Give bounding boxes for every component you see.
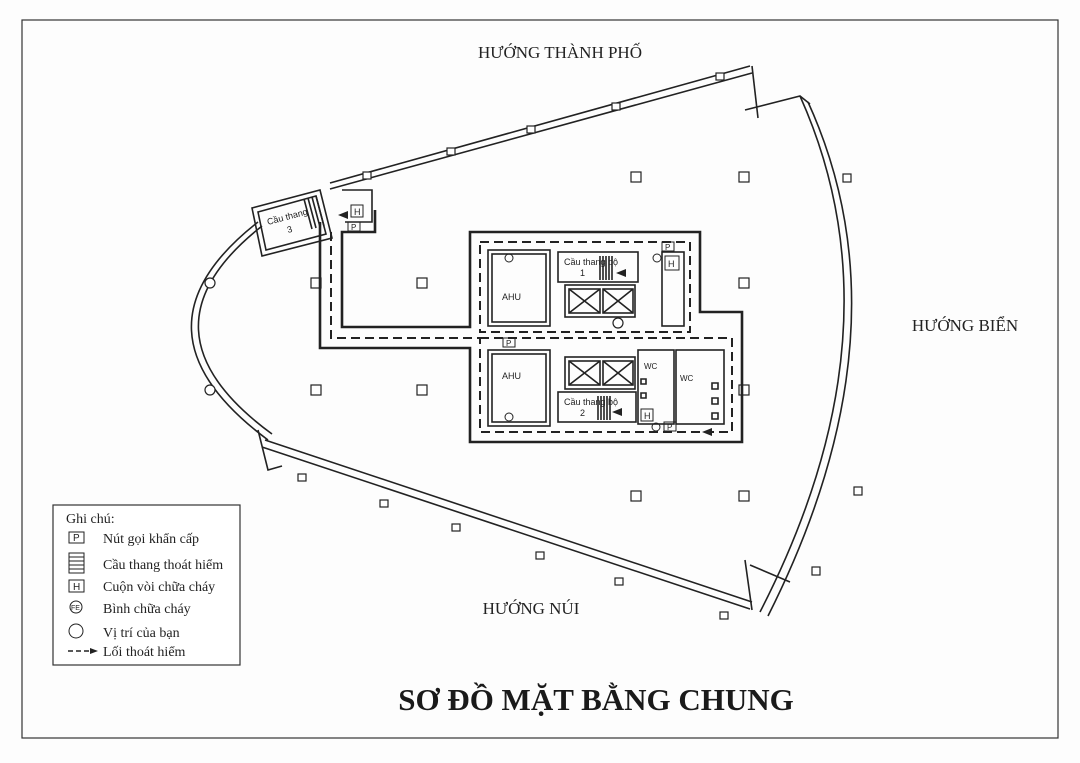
- escape-route-icon: [68, 648, 98, 654]
- room-wc-1: WC: [644, 362, 658, 371]
- emergency-stairs-icon: [68, 552, 85, 574]
- stair-2-label: Cầu thang bộ: [564, 397, 618, 407]
- legend-label-extinguisher: Bình chữa cháy: [103, 602, 191, 617]
- direction-south: HƯỚNG NÚI: [483, 599, 580, 618]
- fire-hose-reel-icon: H: [68, 579, 85, 593]
- hose-reel-h1: H: [668, 259, 675, 269]
- call-button-icon: P: [68, 531, 85, 544]
- fire-extinguisher-icon: [504, 253, 514, 263]
- core-walls: [318, 210, 744, 444]
- legend-label-you-are-here: Vị trí của bạn: [103, 626, 180, 641]
- fire-extinguisher-icon: [652, 253, 662, 263]
- hose-reel-h2: H: [644, 411, 651, 421]
- call-button-p2: P: [665, 243, 670, 252]
- legend-label-hose: Cuộn vòi chữa cháy: [103, 580, 215, 595]
- page-title: SƠ ĐỒ MẶT BẰNG CHUNG: [398, 681, 794, 717]
- room-ahu-2: AHU: [502, 371, 521, 381]
- call-button-p1: P: [506, 339, 511, 348]
- room-ahu-1: AHU: [502, 292, 521, 302]
- room-wc-2: WC: [680, 374, 694, 383]
- direction-east: HƯỚNG BIỂN: [912, 316, 1018, 335]
- fire-extinguisher-icon: [651, 422, 661, 432]
- stair-2-number: 2: [580, 408, 585, 418]
- legend-label-stairs: Cầu thang thoát hiểm: [103, 558, 223, 573]
- legend-heading: Ghi chú:: [66, 512, 115, 527]
- hose-reel-h3: H: [354, 207, 361, 217]
- fire-extinguisher-icon: [504, 412, 514, 422]
- page-frame: [21, 19, 1059, 739]
- svg-text:P: P: [73, 533, 80, 544]
- escape-route: [330, 211, 733, 436]
- svg-text:H: H: [73, 582, 80, 593]
- call-button-p3: P: [667, 423, 672, 432]
- you-are-here-icon: [68, 623, 84, 639]
- perimeter-columns: [297, 72, 863, 620]
- stair-1-label: Cầu thang bộ: [564, 257, 618, 267]
- legend: Ghi chú: Nút gọi khẩn cấp Cầu thang thoá…: [52, 504, 241, 666]
- stair-3-number: 3: [286, 224, 293, 235]
- you-are-here-marker: [204, 277, 216, 289]
- stair-3-label: Cầu thang: [266, 207, 309, 227]
- fire-extinguisher-icon: FE: [69, 600, 83, 614]
- building-outline: [190, 65, 853, 617]
- direction-north: HƯỚNG THÀNH PHỐ: [478, 43, 642, 62]
- stair-1-number: 1: [580, 268, 585, 278]
- svg-text:FE: FE: [71, 605, 80, 612]
- interior-columns: [204, 171, 750, 502]
- legend-label-escape-route: Lối thoát hiểm: [103, 645, 186, 660]
- you-are-here-marker: [204, 384, 216, 396]
- call-button-p4: P: [351, 223, 356, 232]
- legend-label-call-button: Nút gọi khẩn cấp: [103, 532, 199, 547]
